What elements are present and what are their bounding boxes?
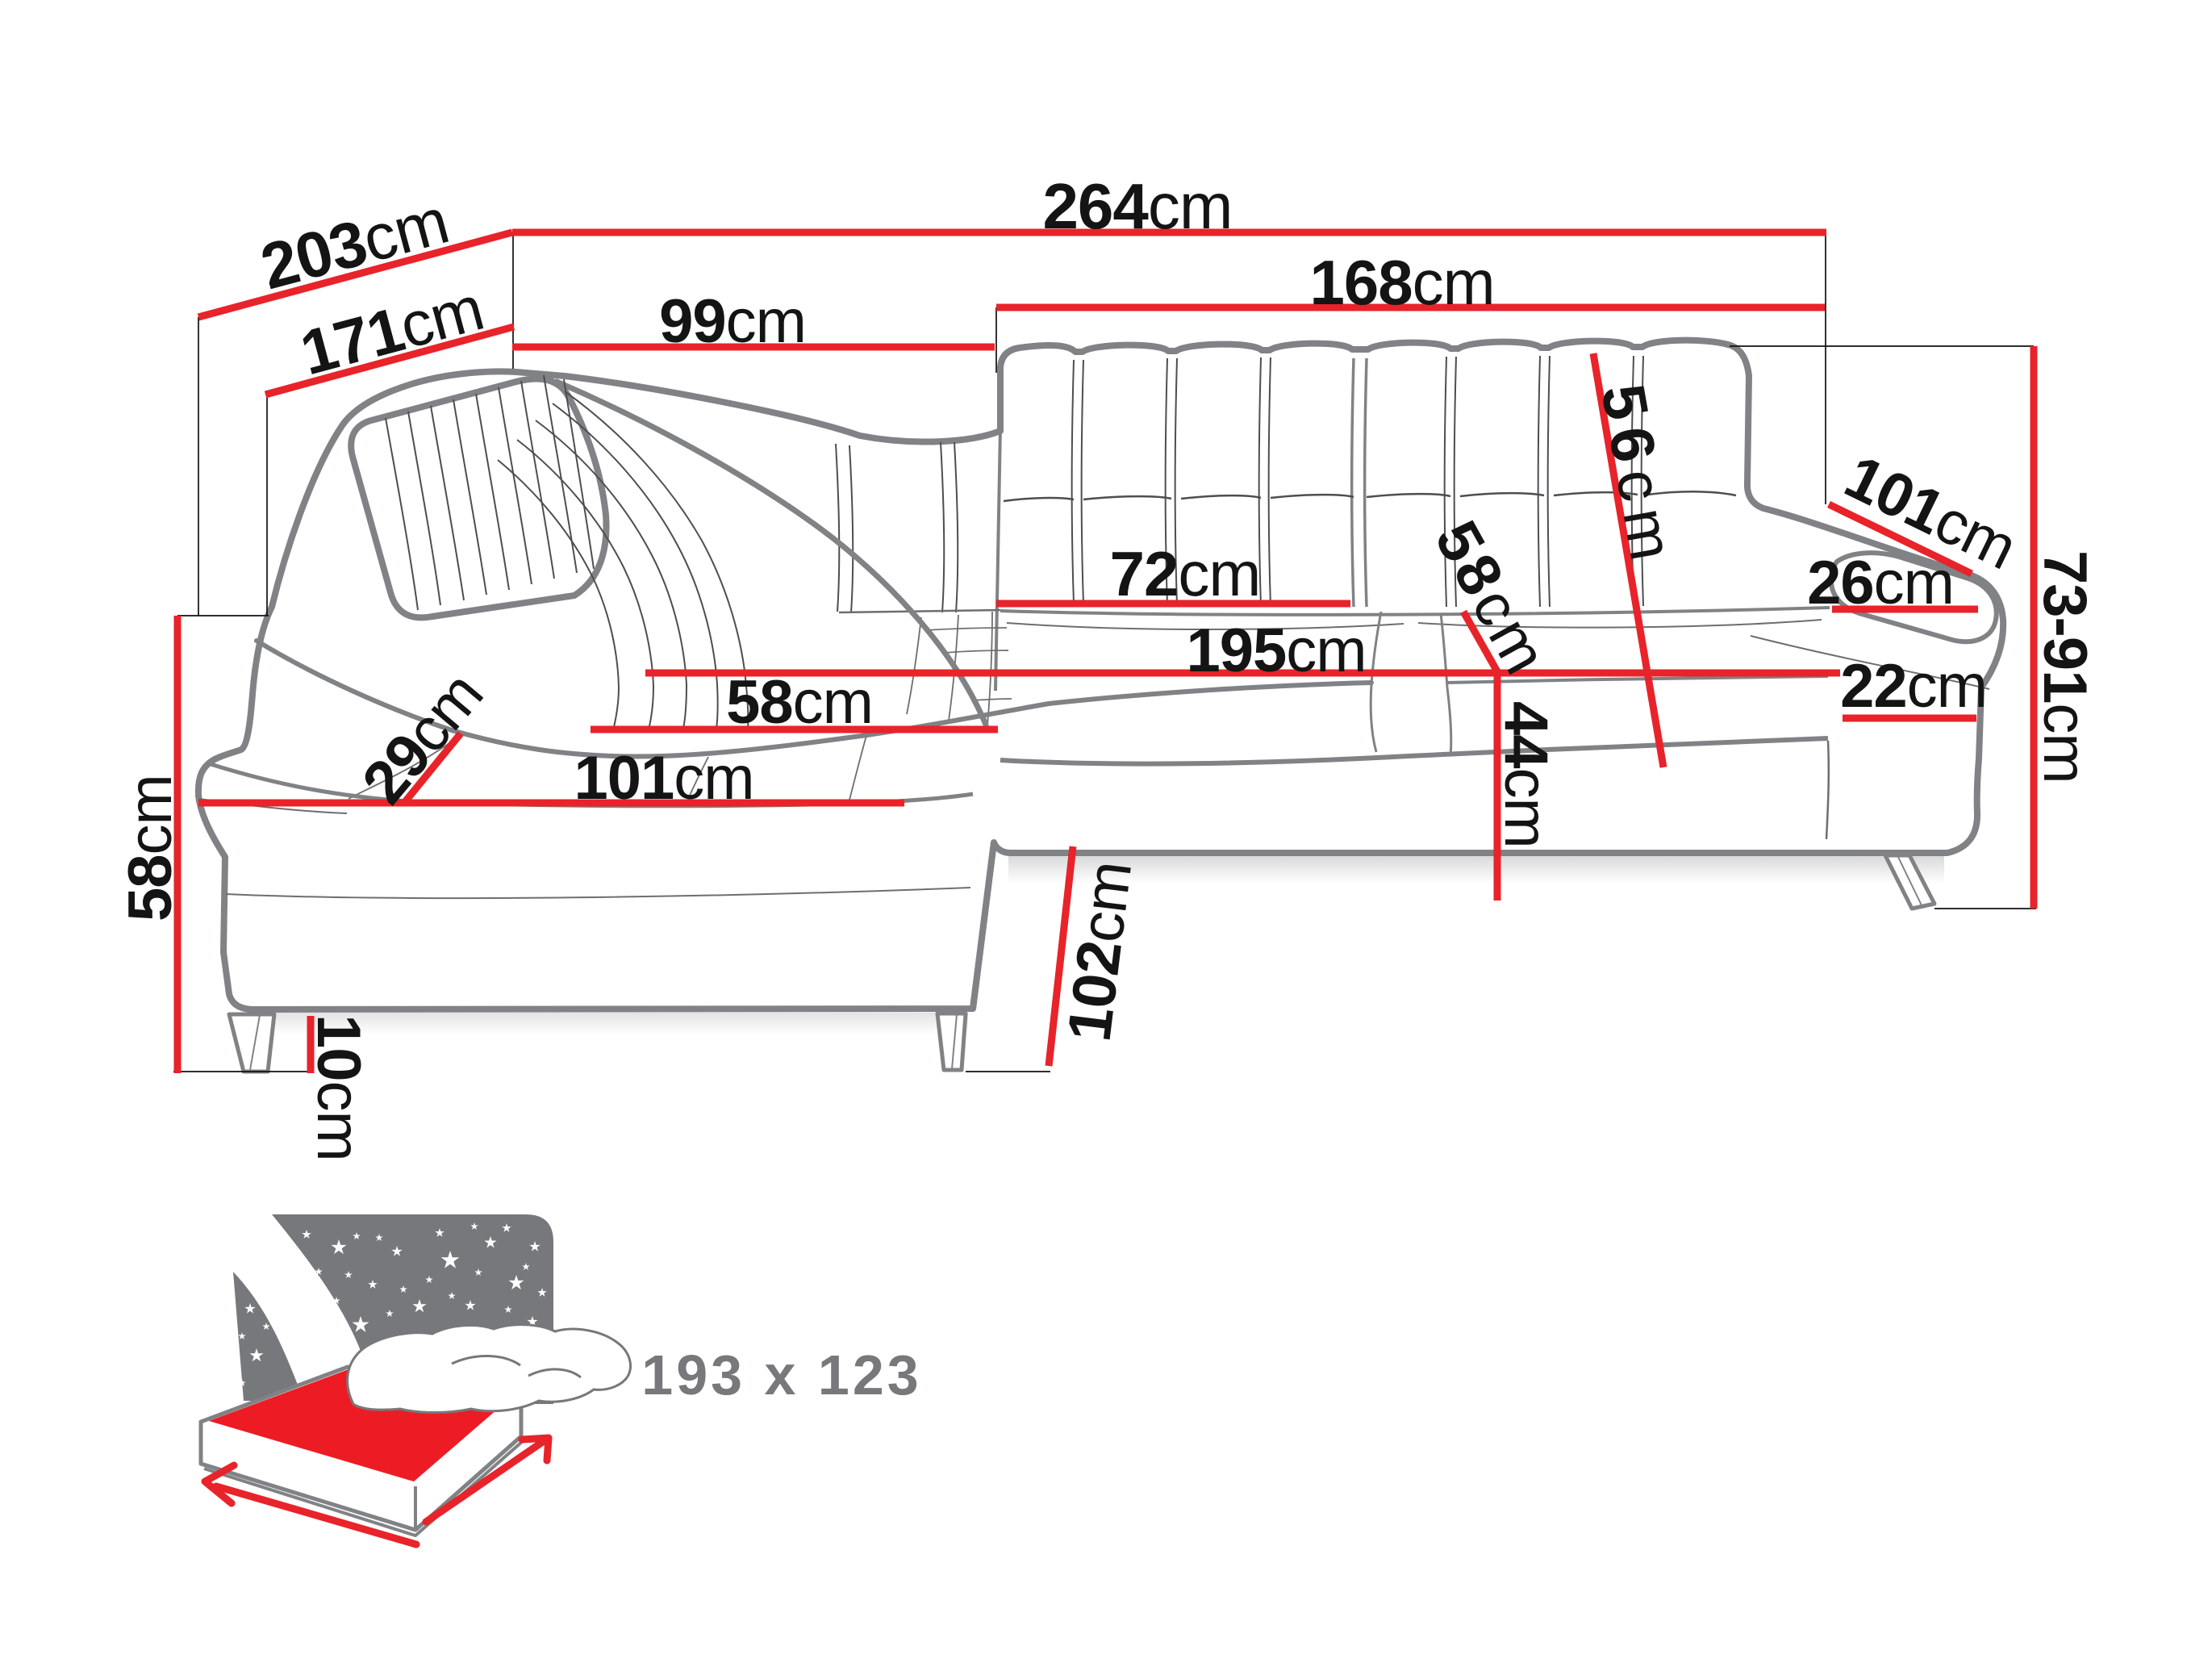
svg-text:264cm: 264cm: [1042, 170, 1232, 242]
svg-text:101cm: 101cm: [574, 744, 753, 813]
svg-text:58cm: 58cm: [726, 668, 873, 737]
svg-text:10cm: 10cm: [304, 1014, 373, 1161]
svg-text:72cm: 72cm: [1110, 538, 1261, 609]
svg-text:44cm: 44cm: [1492, 701, 1560, 848]
svg-text:195cm: 195cm: [1186, 616, 1366, 685]
svg-text:58cm: 58cm: [116, 775, 185, 921]
svg-text:168cm: 168cm: [1309, 247, 1494, 318]
svg-text:56cm: 56cm: [1588, 379, 1688, 574]
svg-text:22cm: 22cm: [1840, 652, 1987, 721]
svg-text:73-91cm: 73-91cm: [2030, 550, 2099, 784]
svg-text:193 x 123: 193 x 123: [641, 1343, 921, 1406]
svg-text:102cm: 102cm: [1055, 858, 1146, 1045]
svg-text:99cm: 99cm: [659, 287, 806, 356]
svg-text:26cm: 26cm: [1807, 549, 1954, 617]
